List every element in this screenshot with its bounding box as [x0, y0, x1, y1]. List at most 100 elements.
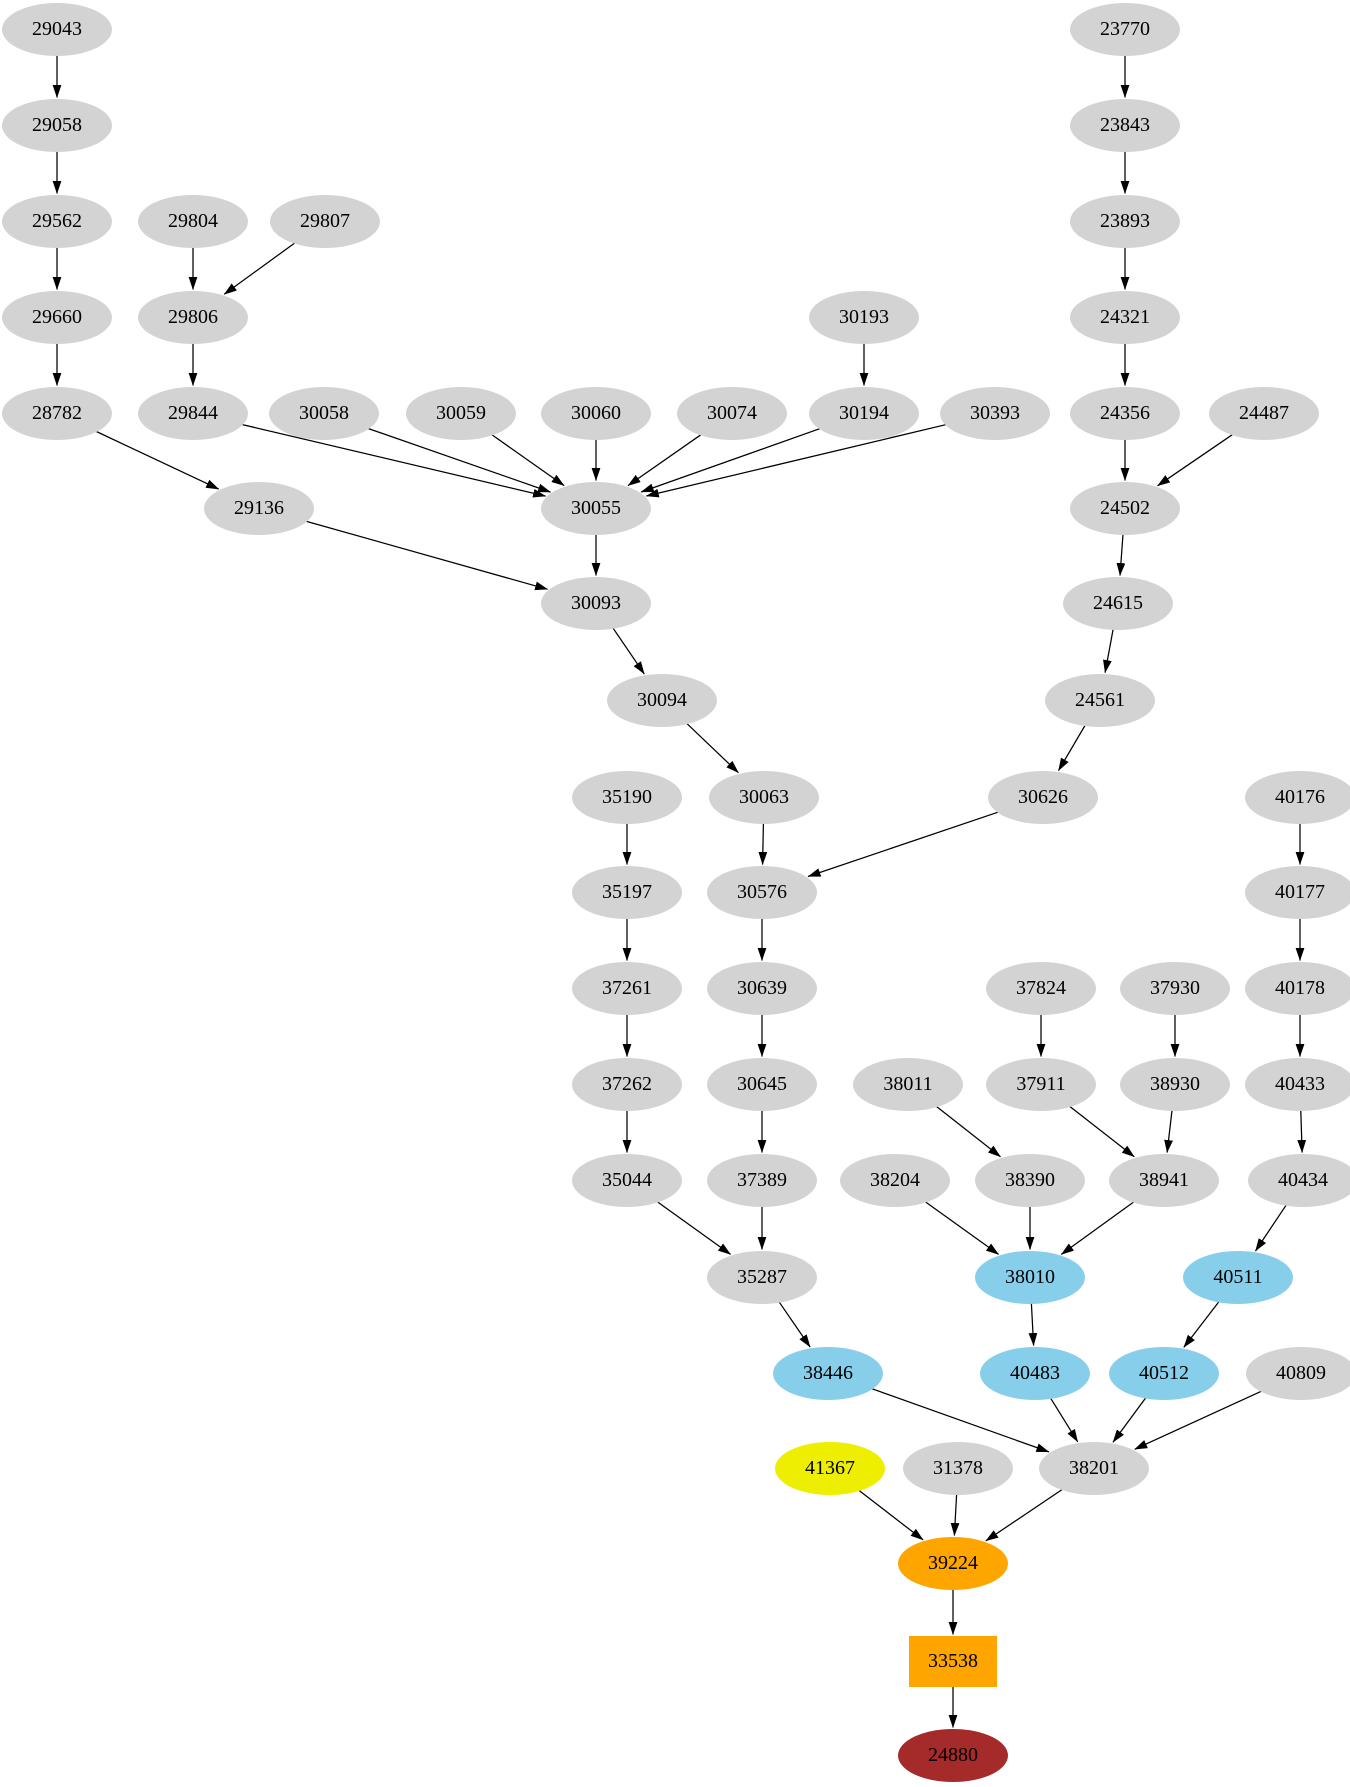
node-label: 30194	[839, 401, 889, 424]
node-label: 29806	[168, 305, 218, 328]
graph-node-37930: 37930	[1120, 961, 1230, 1015]
graph-node-30576: 30576	[707, 865, 817, 919]
graph-node-38390: 38390	[975, 1153, 1085, 1207]
graph-node-33538: 33538	[909, 1635, 997, 1687]
graph-edge-29844-30055	[242, 423, 547, 498]
node-label: 29058	[32, 113, 82, 136]
node-label: 38390	[1005, 1168, 1055, 1191]
node-label: 30055	[571, 496, 621, 519]
graph-node-40434: 40434	[1248, 1153, 1350, 1207]
graph-edge-40512-38201	[1112, 1397, 1147, 1443]
node-label: 30639	[737, 976, 787, 999]
graph-edge-30074-30055	[627, 434, 702, 487]
graph-edge-38446-38201	[871, 1388, 1050, 1453]
node-label: 40512	[1139, 1361, 1189, 1384]
node-label: 40177	[1275, 880, 1325, 903]
node-label: 40511	[1213, 1265, 1263, 1288]
graph-node-24561: 24561	[1045, 673, 1155, 727]
graph-node-38201: 38201	[1039, 1441, 1149, 1495]
graph-edge-30058-30055	[368, 428, 551, 493]
graph-node-30093: 30093	[541, 576, 651, 630]
node-label: 38204	[870, 1168, 920, 1191]
node-label: 40434	[1278, 1168, 1328, 1191]
graph-edge-40483-38201	[1050, 1398, 1079, 1443]
node-label: 38010	[1005, 1265, 1055, 1288]
graph-node-40512: 40512	[1109, 1346, 1219, 1400]
graph-node-30055: 30055	[541, 481, 651, 535]
node-label: 29660	[32, 305, 82, 328]
node-label: 35287	[737, 1265, 787, 1288]
node-label: 38011	[883, 1072, 933, 1095]
node-label: 41367	[805, 1456, 855, 1479]
node-label: 23893	[1100, 209, 1150, 232]
graph-node-29806: 29806	[138, 290, 248, 344]
graph-edge-30059-30055	[491, 434, 565, 487]
node-label: 40809	[1276, 1361, 1326, 1384]
graph-edge-38201-39224	[985, 1489, 1063, 1542]
graph-node-35044: 35044	[572, 1153, 682, 1207]
graph-node-38446: 38446	[773, 1346, 883, 1400]
node-label: 30094	[637, 688, 687, 711]
graph-node-24502: 24502	[1070, 481, 1180, 535]
graph-node-37911: 37911	[986, 1057, 1096, 1111]
node-label: 31378	[933, 1456, 983, 1479]
node-label: 37911	[1016, 1072, 1066, 1095]
graph-node-30060: 30060	[541, 386, 651, 440]
graph-node-24356: 24356	[1070, 386, 1180, 440]
graph-edge-24502-24615	[1116, 534, 1126, 576]
graph-node-40178: 40178	[1245, 961, 1350, 1015]
graph-node-29804: 29804	[138, 194, 248, 248]
graph-edge-24561-30626	[1057, 725, 1086, 772]
node-label: 23843	[1100, 113, 1150, 136]
node-label: 29807	[300, 209, 350, 232]
graph-node-40483: 40483	[980, 1346, 1090, 1400]
node-label: 38941	[1139, 1168, 1189, 1191]
graph-edge-30063-30576	[758, 823, 768, 865]
node-label: 30093	[571, 591, 621, 614]
node-label: 37930	[1150, 976, 1200, 999]
node-label: 40176	[1275, 785, 1325, 808]
node-label: 24561	[1075, 688, 1125, 711]
graph-node-29807: 29807	[270, 194, 380, 248]
graph-node-37389: 37389	[707, 1153, 817, 1207]
node-label: 24880	[928, 1743, 978, 1766]
graph-node-24487: 24487	[1209, 386, 1319, 440]
graph-edge-30194-30055	[640, 428, 820, 493]
graph-edge-38010-40483	[1028, 1303, 1038, 1346]
graph-node-38010: 38010	[975, 1250, 1085, 1304]
graph-edge-30393-30055	[645, 424, 946, 498]
graph-node-30074: 30074	[677, 386, 787, 440]
graph-node-29660: 29660	[2, 290, 112, 344]
graph-node-31378: 31378	[903, 1441, 1013, 1495]
graph-node-30194: 30194	[809, 386, 919, 440]
graph-node-30645: 30645	[707, 1057, 817, 1111]
graph-node-37261: 37261	[572, 961, 682, 1015]
graph-edge-29807-29806	[223, 242, 295, 295]
graph-node-38930: 38930	[1120, 1057, 1230, 1111]
graph-node-35190: 35190	[572, 770, 682, 824]
graph-edge-30094-30063	[686, 723, 739, 774]
graph-edge-38204-38010	[925, 1201, 1000, 1255]
graph-node-23843: 23843	[1070, 98, 1180, 152]
graph-node-30626: 30626	[988, 770, 1098, 824]
node-label: 30058	[299, 401, 349, 424]
graph-edge-30093-30094	[612, 627, 645, 675]
node-label: 30393	[970, 401, 1020, 424]
graph-node-41367: 41367	[775, 1441, 885, 1495]
node-label: 40178	[1275, 976, 1325, 999]
graph-edge-41367-39224	[858, 1490, 924, 1541]
graph-edge-38930-38941	[1164, 1110, 1173, 1153]
graph-node-30393: 30393	[940, 386, 1050, 440]
graph-node-30063: 30063	[709, 770, 819, 824]
graph-node-24880: 24880	[898, 1728, 1008, 1782]
graph-node-30058: 30058	[269, 386, 379, 440]
graph-node-29844: 29844	[138, 386, 248, 440]
graph-node-40177: 40177	[1245, 865, 1350, 919]
node-label: 24502	[1100, 496, 1150, 519]
graph-edge-35287-38446	[778, 1301, 811, 1348]
node-label: 37262	[602, 1072, 652, 1095]
node-label: 37389	[737, 1168, 787, 1191]
node-label: 39224	[928, 1551, 978, 1574]
